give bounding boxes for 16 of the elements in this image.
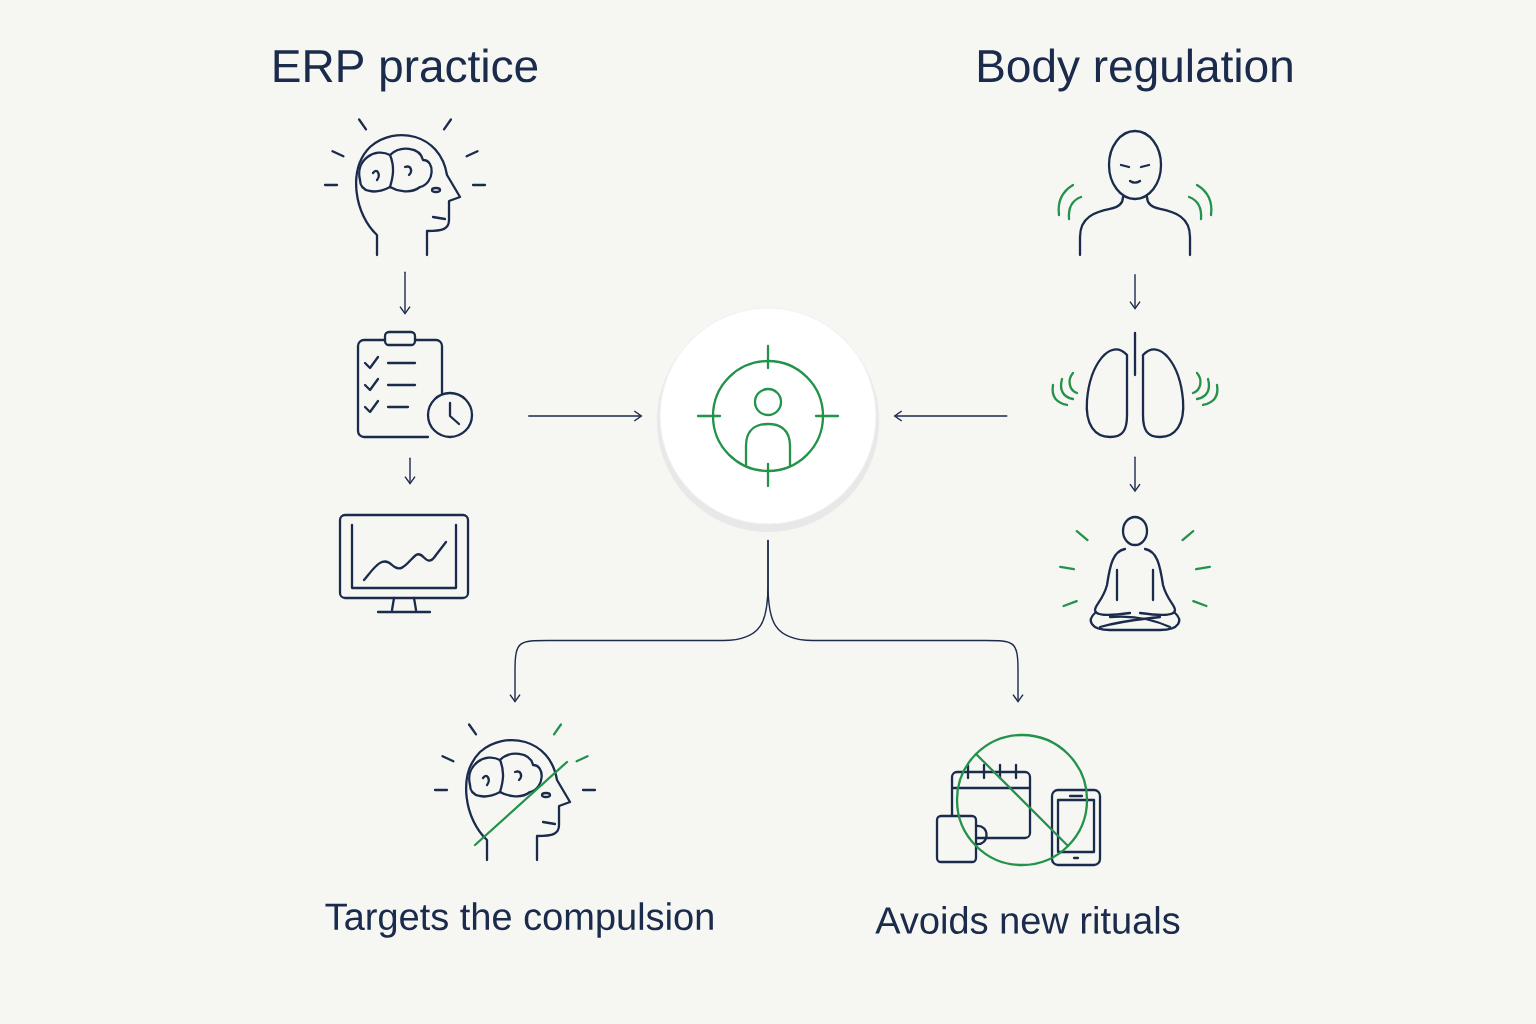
arrow bbox=[1129, 274, 1141, 310]
brain-head-icon bbox=[323, 118, 487, 257]
arrow bbox=[404, 457, 416, 485]
caption-text: Targets the compulsion bbox=[325, 902, 713, 938]
arrow bbox=[399, 271, 411, 315]
arrow bbox=[893, 410, 1008, 422]
lungs-icon bbox=[1051, 331, 1219, 439]
arrow bbox=[528, 410, 643, 422]
clipboard-clock-icon bbox=[356, 330, 474, 439]
arrow bbox=[767, 539, 1024, 703]
arrow bbox=[1129, 456, 1141, 493]
monitor-chart-icon bbox=[338, 513, 470, 614]
caption-text: Avoids new rituals bbox=[875, 906, 1180, 934]
person-icon bbox=[1057, 129, 1213, 257]
target-circle bbox=[657, 307, 879, 532]
meditation-icon bbox=[1059, 515, 1211, 632]
